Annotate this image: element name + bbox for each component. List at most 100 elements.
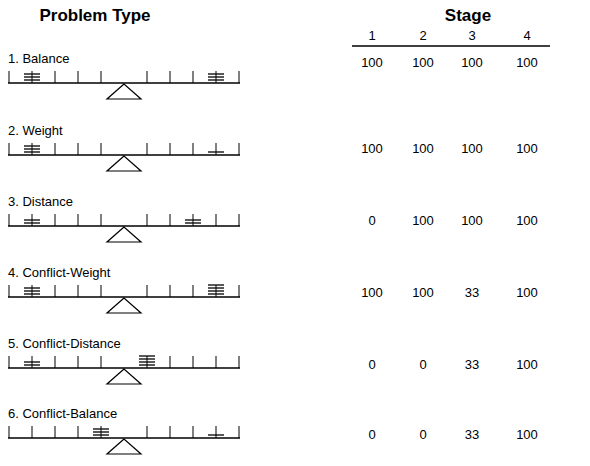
peg	[170, 71, 171, 83]
weight	[208, 73, 224, 74]
weight	[93, 431, 109, 432]
weight	[139, 358, 155, 359]
stage-number: 1	[368, 29, 375, 42]
peg	[216, 426, 217, 438]
peg	[147, 426, 148, 438]
peg	[216, 214, 217, 226]
weight	[208, 284, 224, 285]
weight	[93, 434, 109, 435]
fulcrum	[107, 84, 141, 99]
fulcrum	[107, 439, 141, 454]
percent-cell: 100	[516, 142, 538, 155]
peg	[239, 356, 240, 368]
header-rule	[352, 45, 550, 47]
weight	[139, 361, 155, 362]
weight	[24, 219, 40, 220]
peg	[193, 285, 194, 297]
peg	[239, 214, 240, 226]
percent-cell: 100	[461, 142, 483, 155]
peg	[55, 356, 56, 368]
peg	[9, 71, 10, 83]
weight	[24, 145, 40, 146]
peg	[170, 426, 171, 438]
percent-cell: 100	[361, 286, 383, 299]
percent-cell: 100	[412, 214, 434, 227]
stage-number: 3	[468, 29, 475, 42]
column-header: Problem Type	[39, 7, 150, 24]
fulcrum	[107, 227, 141, 242]
weight	[93, 428, 109, 429]
peg	[55, 143, 56, 155]
peg	[78, 285, 79, 297]
weight	[24, 79, 40, 80]
weight	[24, 222, 40, 223]
peg	[193, 71, 194, 83]
weight	[24, 293, 40, 294]
weight	[208, 293, 224, 294]
peg	[78, 143, 79, 155]
percent-cell: 100	[461, 214, 483, 227]
peg	[101, 285, 102, 297]
problem-type-label: 3. Distance	[8, 195, 73, 208]
percent-cell: 0	[368, 428, 375, 441]
weight	[185, 222, 201, 223]
weight	[24, 361, 40, 362]
peg	[193, 356, 194, 368]
peg	[170, 356, 171, 368]
percent-cell: 100	[412, 286, 434, 299]
problem-type-label: 4. Conflict-Weight	[8, 266, 110, 279]
peg	[101, 214, 102, 226]
peg	[78, 356, 79, 368]
problem-type-label: 2. Weight	[8, 124, 63, 137]
peg	[101, 143, 102, 155]
percent-cell: 0	[419, 358, 426, 371]
peg	[9, 285, 10, 297]
percent-cell: 100	[412, 142, 434, 155]
peg	[55, 426, 56, 438]
weight	[24, 364, 40, 365]
percent-cell: 100	[412, 56, 434, 69]
peg	[170, 214, 171, 226]
weight	[24, 73, 40, 74]
peg	[78, 426, 79, 438]
peg	[239, 285, 240, 297]
peg	[9, 356, 10, 368]
peg	[101, 356, 102, 368]
percent-cell: 100	[516, 214, 538, 227]
peg	[216, 356, 217, 368]
peg	[193, 426, 194, 438]
problem-type-label: 5. Conflict-Distance	[8, 337, 121, 350]
peg	[9, 426, 10, 438]
percent-cell: 100	[361, 56, 383, 69]
weight	[24, 287, 40, 288]
peg	[170, 143, 171, 155]
peg	[55, 214, 56, 226]
weight	[208, 151, 224, 152]
fulcrum	[107, 369, 141, 384]
weight	[24, 151, 40, 152]
weight	[139, 364, 155, 365]
percent-cell: 0	[368, 358, 375, 371]
weight	[208, 434, 224, 435]
weight	[208, 79, 224, 80]
peg	[9, 143, 10, 155]
weight	[185, 219, 201, 220]
fulcrum	[107, 298, 141, 313]
peg	[78, 71, 79, 83]
peg	[239, 426, 240, 438]
peg	[170, 285, 171, 297]
percent-cell: 100	[361, 142, 383, 155]
percent-cell: 100	[516, 428, 538, 441]
weight	[24, 290, 40, 291]
balance-beams	[8, 71, 240, 454]
percent-cell: 100	[516, 286, 538, 299]
peg	[147, 285, 148, 297]
peg	[78, 214, 79, 226]
peg	[216, 143, 217, 155]
peg	[147, 71, 148, 83]
percent-cell: 100	[516, 358, 538, 371]
peg	[239, 143, 240, 155]
peg	[101, 71, 102, 83]
stage-number: 2	[419, 29, 426, 42]
